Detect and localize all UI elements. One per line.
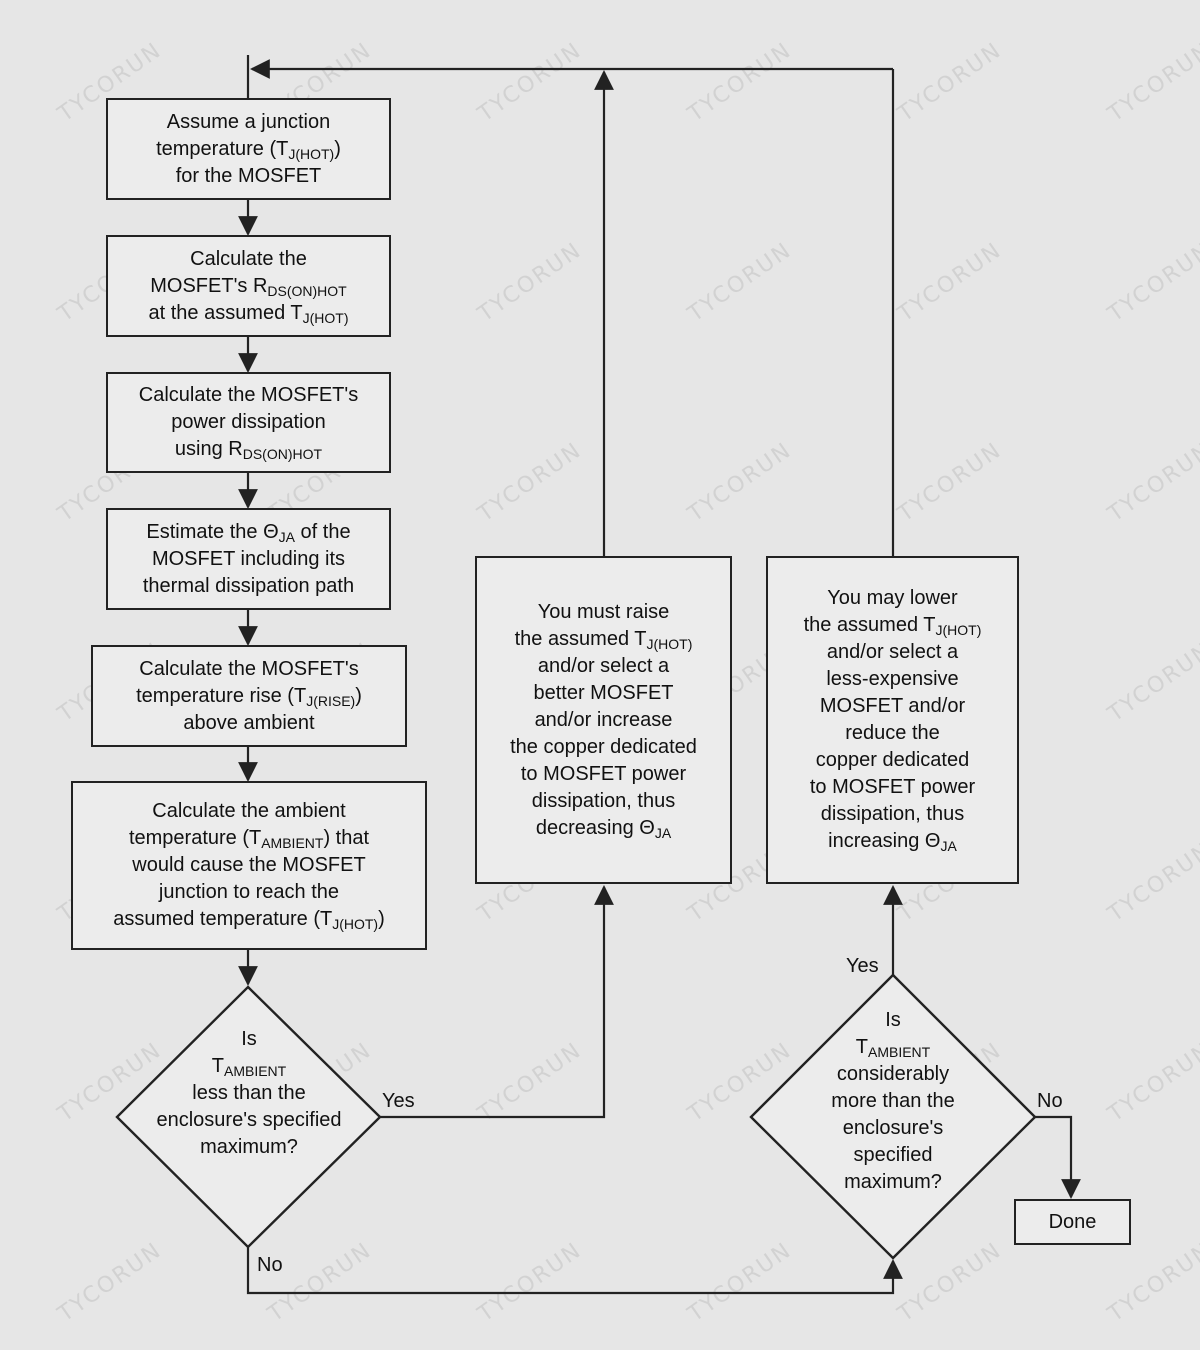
text-line: Calculate the ambient	[152, 800, 346, 822]
text-line: would cause the MOSFET	[132, 854, 366, 876]
text-line: specified	[853, 1144, 933, 1166]
label-d2-yes: Yes	[846, 955, 879, 977]
text-line: for the MOSFET	[175, 164, 322, 187]
text-line: to MOSFET power	[520, 762, 687, 785]
text-line: temperature rise (TJ(RISE))	[136, 684, 362, 709]
text-line: Is	[241, 1028, 257, 1050]
text-line: maximum?	[200, 1136, 298, 1158]
decision-2-shape	[749, 973, 1037, 1260]
connector-d1-no	[246, 1247, 903, 1295]
text-line: enclosure's	[842, 1117, 944, 1139]
text-line: Is	[885, 1009, 901, 1031]
text-line: decreasing ΘJA	[535, 816, 672, 841]
text-line: Calculate the MOSFET's	[139, 657, 359, 680]
text-line: MOSFET's RDS(ON)HOT	[150, 274, 347, 299]
text-line: and/or select a	[537, 654, 670, 677]
text-line: dissipation, thus	[820, 803, 965, 825]
text-line: the assumed TJ(HOT)	[514, 627, 693, 652]
text-line: temperature (TJ(HOT))	[156, 137, 341, 162]
text-line: power dissipation	[171, 411, 326, 433]
step-calculate-temperature-rise: Calculate the MOSFET's temperature rise (…	[91, 645, 407, 747]
connector-d2-no	[1035, 1115, 1081, 1199]
text-line: MOSFET including its	[151, 547, 345, 570]
text-line: You may lower	[827, 587, 958, 609]
label-d1-yes: Yes	[382, 1090, 415, 1112]
step-calculate-ambient-temperature: Calculate the ambient temperature (TAMBIE…	[71, 781, 427, 950]
decision-1-shape	[115, 985, 382, 1249]
text-line: the assumed TJ(HOT)	[803, 614, 982, 638]
label-d2-no: No	[1037, 1090, 1063, 1112]
text-line: to MOSFET power	[809, 776, 976, 798]
text-line: Calculate the	[190, 247, 307, 270]
text-line: thermal dissipation path	[142, 574, 355, 597]
text-line: better MOSFET	[533, 681, 674, 704]
text-line: dissipation, thus	[531, 789, 676, 812]
step-lower-assumed-tj: You may lower the assumed TJ(HOT) and/or s…	[766, 556, 1019, 884]
text-line: and/or increase	[534, 708, 673, 731]
text-line: junction to reach the	[158, 881, 340, 903]
text-line: more than the	[831, 1090, 955, 1112]
text-line: maximum?	[844, 1171, 942, 1193]
text-line: You must raise	[537, 600, 670, 623]
text-line: TAMBIENT	[855, 1036, 931, 1060]
text-line: Done	[1048, 1210, 1097, 1233]
label-d1-no: No	[257, 1254, 283, 1276]
text-line: reduce the	[845, 722, 940, 744]
text-line: less-expensive	[826, 668, 959, 690]
step-calculate-power-dissipation: Calculate the MOSFET's power dissipation u…	[106, 372, 391, 473]
text-line: above ambient	[183, 711, 315, 734]
text-line: the copper dedicated	[510, 735, 697, 758]
text-line: less than the	[192, 1082, 306, 1104]
text-line: increasing ΘJA	[828, 830, 957, 854]
text-line: considerably	[836, 1063, 950, 1085]
text-line: copper dedicated	[815, 749, 970, 771]
text-line: MOSFET and/or	[819, 695, 966, 717]
text-line: TAMBIENT	[211, 1055, 287, 1079]
text-line: enclosure's specified	[156, 1109, 342, 1131]
text-line: using RDS(ON)HOT	[174, 438, 323, 462]
step-assume-junction-temp: Assume a junction temperature (TJ(HOT))fo…	[106, 98, 391, 200]
text-line: Calculate the MOSFET's	[138, 384, 359, 406]
text-line: Assume a junction	[166, 110, 331, 133]
text-line: assumed temperature (TJ(HOT))	[113, 908, 385, 932]
text-line: and/or select a	[826, 641, 959, 663]
step-done: Done	[1014, 1199, 1131, 1245]
text-line: at the assumed TJ(HOT)	[148, 301, 349, 326]
text-line: temperature (TAMBIENT) that	[128, 827, 370, 851]
text-line: Estimate the ΘJA of the	[146, 520, 351, 545]
connector-d1-yes	[380, 885, 614, 1119]
